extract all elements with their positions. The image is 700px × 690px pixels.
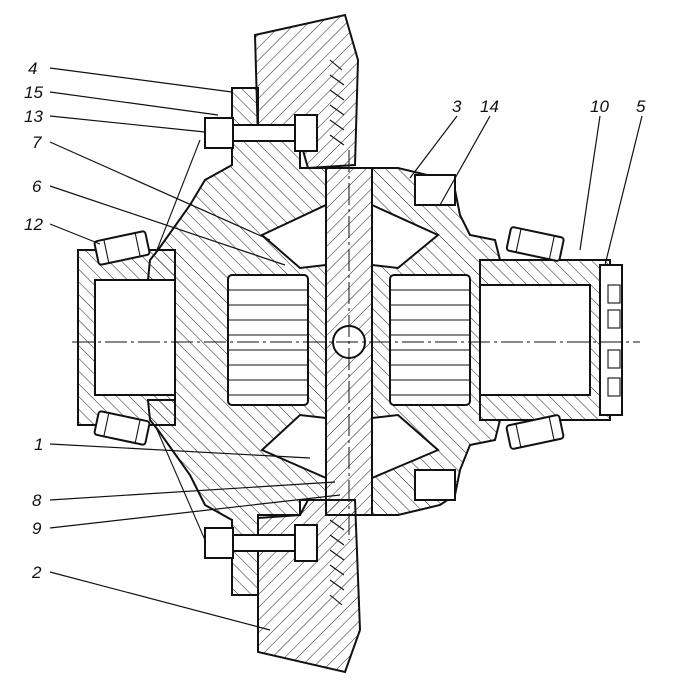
pinion-gears [260, 203, 440, 480]
callout-label-15: 15 [24, 83, 43, 102]
callout-label-5: 5 [636, 97, 646, 116]
callout-label-8: 8 [32, 491, 42, 510]
callout-label-6: 6 [32, 177, 42, 196]
callout-label-10: 10 [590, 97, 609, 116]
left-hub [77, 249, 176, 426]
lower-bolt [204, 469, 456, 562]
right-side-gear [389, 274, 471, 406]
bearings [93, 226, 565, 450]
callout-label-4: 4 [28, 59, 37, 78]
callout-label-1: 1 [34, 435, 43, 454]
left-side-gear [227, 274, 309, 406]
callout-label-14: 14 [480, 97, 499, 116]
leader-lines [49, 67, 643, 631]
callout-label-2: 2 [31, 563, 42, 582]
callout-labels: 4 15 13 7 6 12 1 8 9 2 3 14 10 5 [24, 59, 646, 582]
callout-label-9: 9 [32, 519, 42, 538]
callout-label-13: 13 [24, 107, 43, 126]
callout-label-3: 3 [452, 97, 462, 116]
callout-label-7: 7 [32, 133, 42, 152]
callout-label-12: 12 [24, 215, 43, 234]
right-shaft [479, 259, 623, 421]
hub-cone-lines [154, 139, 206, 541]
